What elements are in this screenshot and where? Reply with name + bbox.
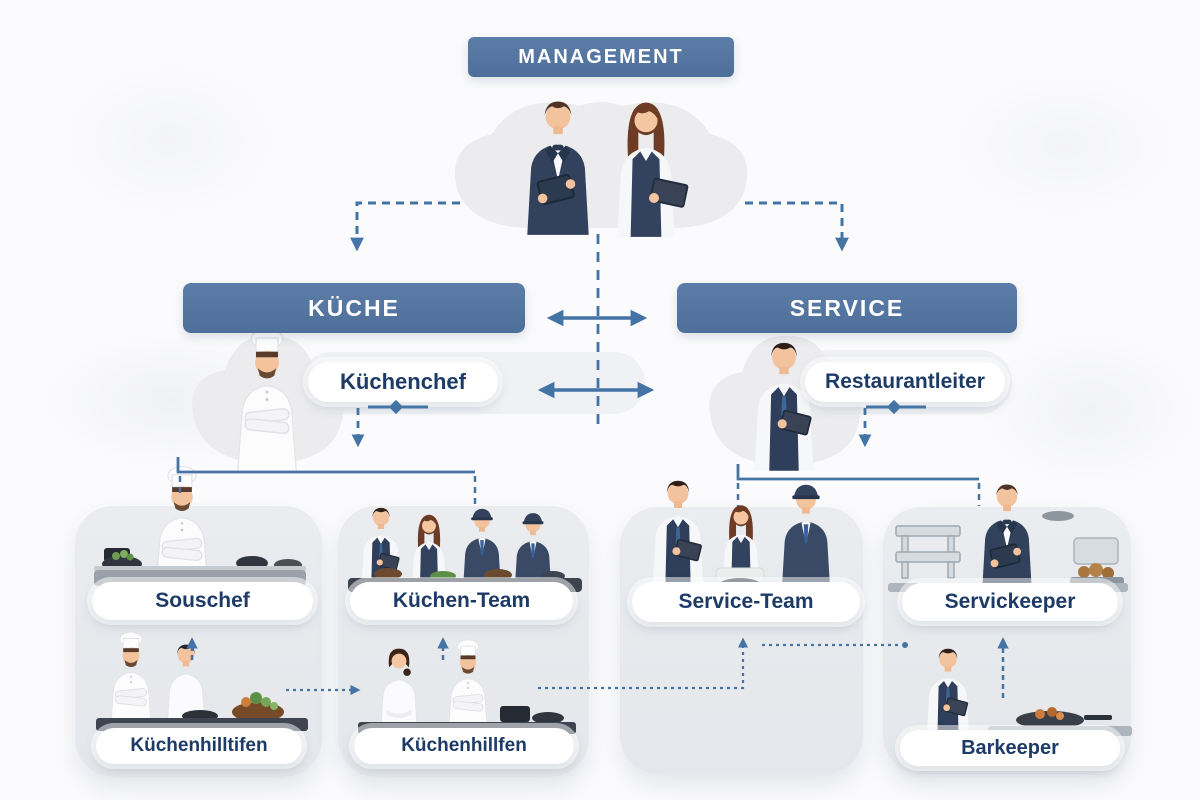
node-service: SERVICE <box>677 283 1017 333</box>
node-kuechen-team: Küchen-Team <box>350 582 573 620</box>
node-service-team: Service-Team <box>632 582 860 622</box>
node-barkeeper-label: Barkeeper <box>961 736 1059 759</box>
background-smudge <box>980 330 1200 490</box>
management-pair-illustration <box>440 80 762 237</box>
node-service-team-label: Service-Team <box>678 590 814 613</box>
node-kuechenhilfen-mid-label: Küchenhillfen <box>401 735 527 756</box>
connector-service-tee <box>736 464 979 481</box>
node-management: MANAGEMENT <box>468 37 734 77</box>
node-service-label: SERVICE <box>789 294 905 321</box>
node-kuechenhilfen-left: Küchenhilltifen <box>96 728 302 764</box>
chef-figure <box>236 328 298 473</box>
node-barkeeper: Barkeeper <box>900 730 1120 766</box>
card-service-team-column <box>620 506 863 774</box>
connector-kitchen-tee <box>176 457 475 474</box>
node-souschef: Souschef <box>92 582 313 620</box>
node-kueche: KÜCHE <box>183 283 525 333</box>
node-restaurantleiter: Restaurantleiter <box>805 362 1005 402</box>
node-kueche-label: KÜCHE <box>308 294 400 321</box>
manager-man-figure <box>526 100 590 235</box>
background-smudge <box>60 60 280 220</box>
node-restaurantleiter-label: Restaurantleiter <box>825 370 985 393</box>
node-kuechenhilfen-mid: Küchenhillfen <box>354 728 574 764</box>
node-servickeeper-label: Servickeeper <box>944 590 1076 613</box>
background-smudge <box>950 70 1180 220</box>
node-servickeeper: Servickeeper <box>902 583 1118 621</box>
node-kuechenchef-label: Küchenchef <box>340 369 466 394</box>
node-kuechenchef: Küchenchef <box>308 362 498 402</box>
background-smudge <box>40 330 300 470</box>
node-management-label: MANAGEMENT <box>518 45 684 68</box>
connector-management-service <box>745 201 849 252</box>
node-kuechen-team-label: Küchen-Team <box>392 589 531 612</box>
node-kuechenhilfen-left-label: Küchenhilltifen <box>130 735 268 756</box>
connector-management-kueche <box>350 201 460 252</box>
node-souschef-label: Souschef <box>155 589 250 612</box>
manager-woman-figure <box>617 102 675 237</box>
